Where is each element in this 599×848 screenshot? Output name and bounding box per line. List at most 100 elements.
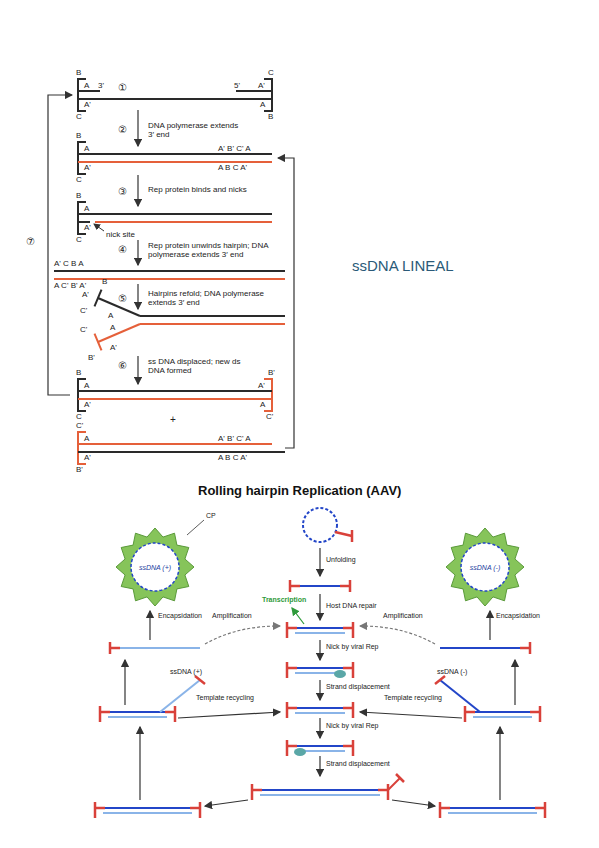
label: Template recycling [384, 694, 442, 702]
capsid: ssDNA (-) [445, 527, 525, 607]
dna-strand [165, 711, 175, 714]
dna-strand [287, 745, 297, 748]
label: B [76, 369, 81, 378]
dna-strand [110, 647, 120, 650]
arrow [137, 175, 138, 206]
hairpin [286, 662, 289, 678]
label: A C' B' A' [54, 282, 86, 291]
arrow [319, 594, 320, 620]
dna-strand [78, 161, 272, 163]
label: A [84, 205, 89, 214]
label: A [84, 382, 89, 391]
callout-number: ② [118, 124, 127, 135]
label: C [76, 413, 82, 422]
label: 3' [98, 82, 104, 91]
dna-strand [95, 807, 200, 809]
arrow [137, 284, 138, 309]
dna-strand [160, 680, 200, 712]
hairpin [352, 740, 355, 756]
dna-strand [287, 627, 353, 629]
dna-strand [351, 530, 354, 542]
arrow [205, 800, 248, 806]
dashed-arrow [360, 626, 435, 644]
dna-strand [287, 627, 297, 630]
dna-strand [78, 390, 272, 392]
arrow [292, 608, 304, 624]
arrow [319, 680, 320, 700]
arrow [319, 640, 320, 660]
arrow [178, 712, 280, 718]
label: A' [258, 82, 265, 91]
dna-strand [290, 585, 300, 588]
dna-strand [103, 812, 192, 814]
dna-strand [520, 647, 530, 650]
callout-number: ⑥ [118, 360, 127, 371]
dna-strand [343, 707, 353, 710]
label: A [260, 101, 265, 110]
dna-strand [252, 789, 262, 792]
rep-protein [334, 670, 346, 678]
label: A B C A' [218, 164, 247, 173]
label: A' [258, 382, 265, 391]
arrow [319, 718, 320, 738]
hairpin [174, 706, 177, 722]
hairpin [352, 622, 355, 638]
label: B [102, 278, 107, 287]
label: A' C B A [54, 260, 84, 269]
label: A [260, 401, 265, 410]
callout-number: + [170, 414, 176, 425]
dna-strand [435, 676, 445, 684]
dna-strand [343, 627, 353, 630]
hairpin [286, 702, 289, 718]
label: A' [110, 344, 117, 353]
arrow [149, 611, 150, 640]
dna-strand [98, 324, 140, 342]
callout-number: ⑦ [26, 236, 35, 247]
label: A [108, 312, 113, 321]
dna-strand [78, 443, 272, 445]
label: 5' [234, 82, 240, 91]
hairpin [439, 802, 442, 818]
dna-strand [295, 632, 345, 634]
dna-strand [195, 676, 205, 684]
label: B [76, 132, 81, 141]
arrow [319, 756, 320, 776]
label: A' B' C' A [218, 145, 251, 154]
dna-strand [95, 221, 272, 223]
arrow [514, 660, 515, 705]
label: A' [82, 291, 89, 300]
label: B' [88, 354, 95, 363]
dna-strand [78, 90, 100, 92]
dna-strand [252, 789, 388, 791]
dna-strand [140, 315, 285, 317]
dna-strand [440, 647, 530, 649]
dna-strand [465, 711, 540, 713]
label: B [76, 69, 81, 78]
dna-strand [287, 707, 297, 710]
dna-strand [335, 532, 352, 536]
label: ss DNA displaced; new ds DNA formed [148, 358, 248, 376]
label: nick site [106, 231, 135, 240]
label: Host DNA repair [326, 602, 377, 610]
label: B [268, 113, 273, 122]
dna-strand [440, 807, 450, 810]
hairpin [352, 662, 355, 678]
label: A B C A' [218, 454, 247, 463]
label: Encapsidation [496, 612, 540, 620]
leader-line [187, 520, 204, 535]
dna-strand [448, 812, 537, 814]
arrow [392, 800, 435, 806]
label: A' [84, 101, 91, 110]
dna-strand [110, 647, 200, 649]
label: CP [206, 512, 216, 520]
label: C [76, 113, 82, 122]
dna-strand [473, 716, 532, 718]
label: A [84, 145, 89, 154]
dna-strand [190, 807, 200, 810]
label: ssDNA (-) [437, 668, 467, 676]
dna-strand [54, 270, 285, 272]
callout-number: ⑤ [118, 293, 127, 304]
callout-number: ③ [118, 186, 127, 197]
hairpin [286, 622, 289, 638]
